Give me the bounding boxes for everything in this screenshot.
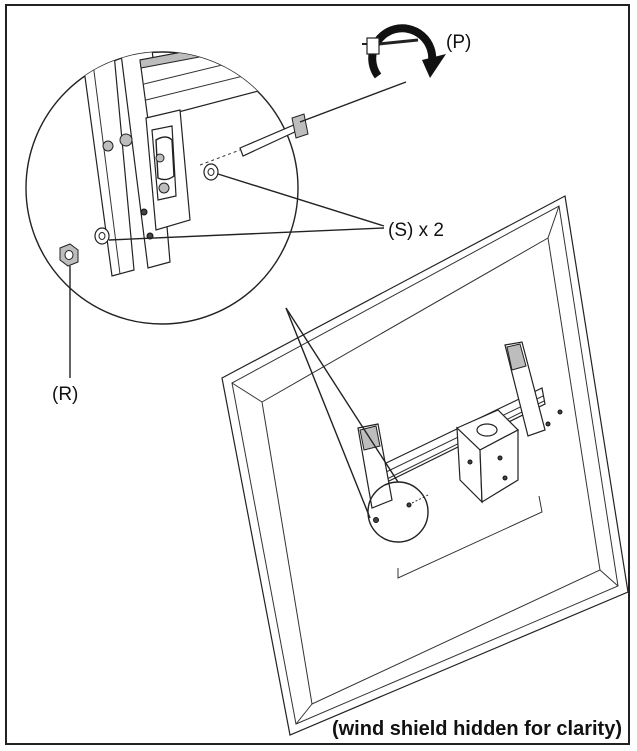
label-s: (S) x 2 <box>388 220 444 241</box>
label-p: (P) <box>446 32 471 53</box>
tv-mount-bracket <box>357 341 563 523</box>
detail-callout-circle-large <box>25 51 309 325</box>
detail-connector-line <box>285 307 399 483</box>
wrench-rotation-icon <box>362 24 446 79</box>
leader-line-s-upper <box>217 173 385 227</box>
leader-line-s-lower <box>108 227 385 241</box>
label-r: (R) <box>52 384 78 405</box>
tv-screen <box>221 195 629 736</box>
leader-line-p <box>299 81 407 123</box>
caption: (wind shield hidden for clarity) <box>332 718 622 740</box>
detail-connector-line <box>285 307 371 519</box>
